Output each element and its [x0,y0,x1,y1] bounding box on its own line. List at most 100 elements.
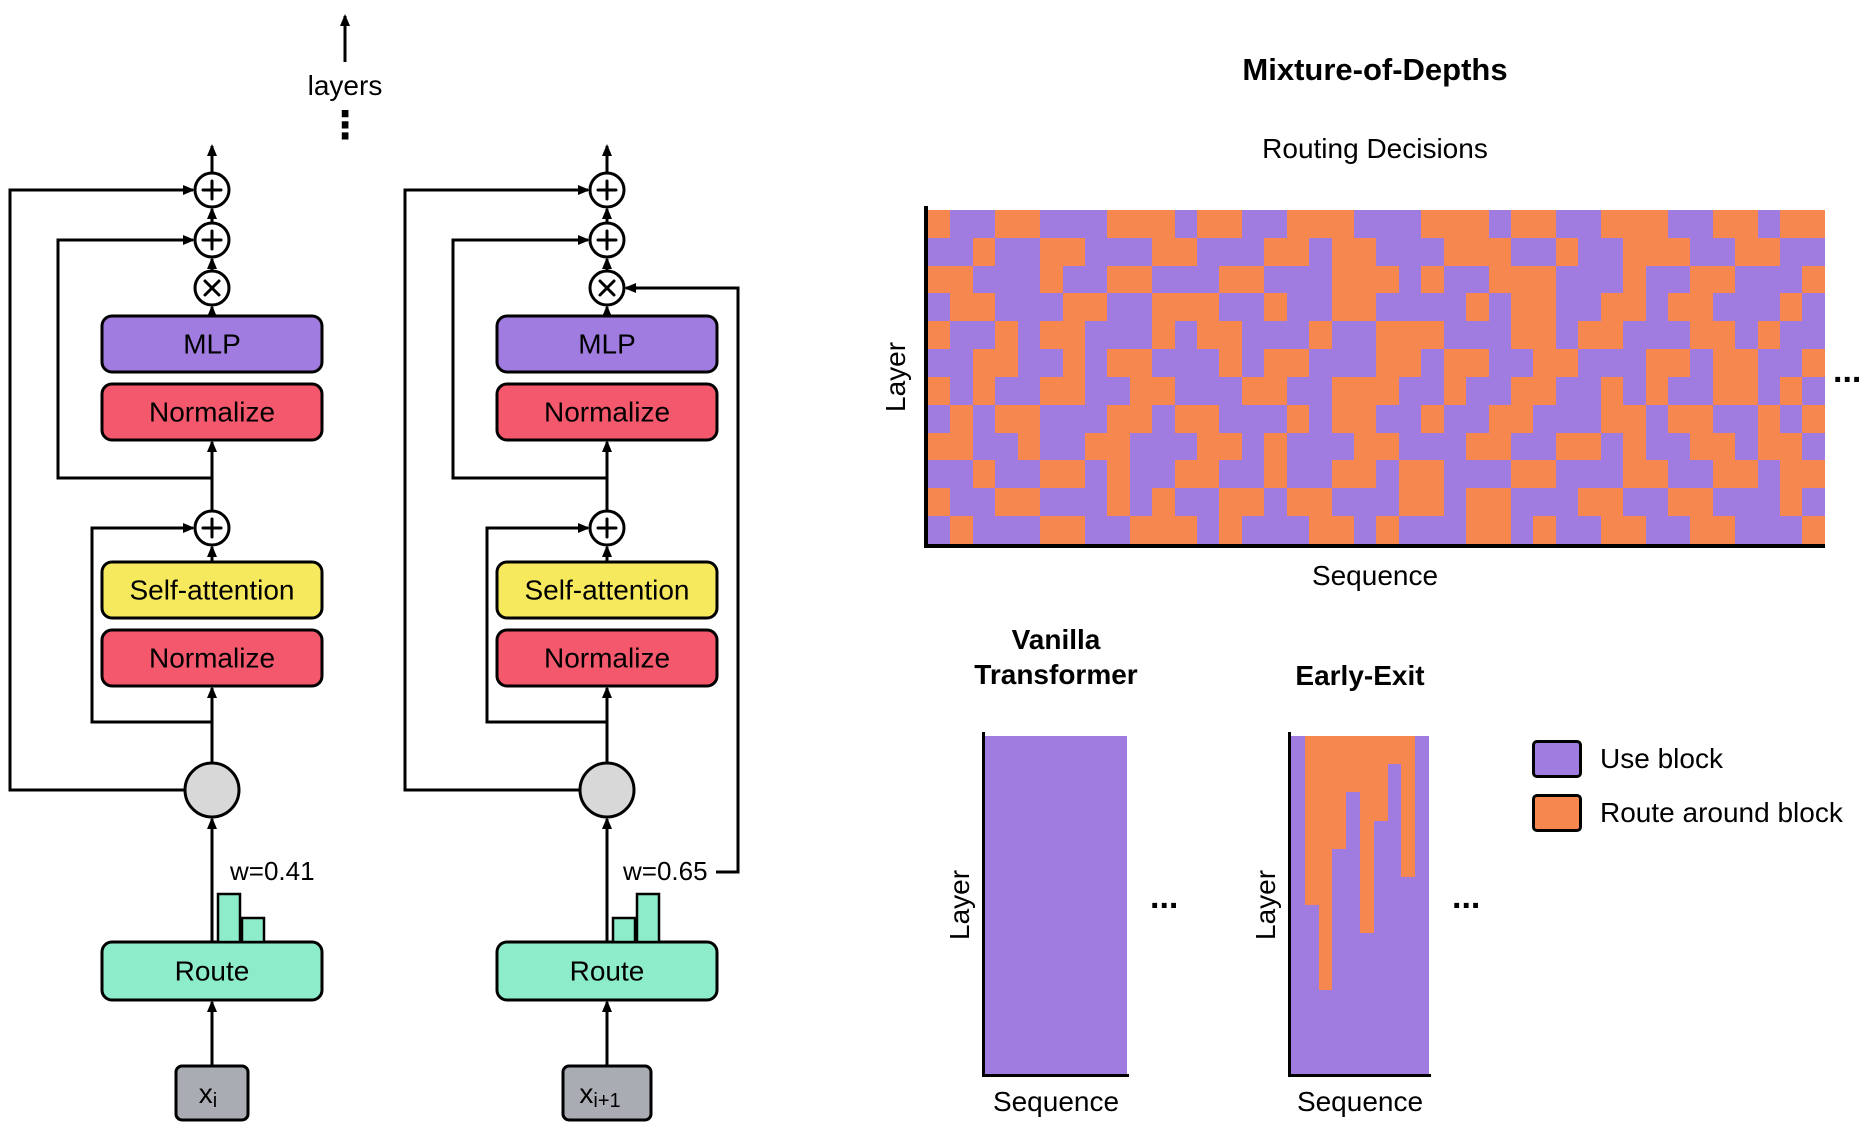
heatmap-cell-use [1415,820,1429,849]
heatmap-cell-route [950,265,973,294]
heatmap-cell-use [1286,265,1310,294]
heatmap-cell-route [1488,265,1511,294]
heatmap-cell-use [1623,376,1646,405]
heatmap-cell-use [1286,293,1310,322]
heatmap-cell-route [1667,293,1691,322]
heatmap-cell-route [1376,265,1399,294]
heatmap-cell-use [1309,237,1332,266]
heatmap-cell-route [1466,210,1489,238]
heatmap-cell-route [1401,736,1416,765]
heatmap-cell-use [1174,349,1198,377]
heatmap-cell-use [1373,820,1388,849]
heatmap-cell-use [1401,961,1416,990]
heatmap-cell-use [1488,460,1511,489]
heatmap-cell-use [1780,237,1803,266]
heatmap-cell-use [950,210,973,238]
heatmap-cell-route [1578,488,1601,517]
heatmap-cell-use [1062,404,1085,433]
heatmap-cell-use [1286,516,1310,544]
heatmap-cell-route [972,237,996,266]
heatmap-cell-use [1398,237,1422,266]
heatmap-cell-use [1735,432,1758,461]
heatmap-cell-use [1264,321,1287,350]
heatmap-cell-use [1712,237,1736,266]
heatmap-cell-route [1107,210,1130,238]
heatmap-cell-route [1780,376,1803,405]
heatmap-cell-use [928,293,951,322]
heatmap-cell-use [1359,933,1374,962]
heatmap-cell-route [1533,210,1556,238]
heatmap-cell-use [1197,376,1220,405]
heatmap-cell-route [1354,265,1377,294]
heatmap-cell-use [1040,404,1063,433]
heatmap-cell-use [1387,1045,1402,1075]
heatmap-cell-use [1578,210,1601,238]
heatmap-cell-use [1107,321,1130,350]
heatmap-cell-route [1533,516,1556,544]
heatmap-cell-route [1309,321,1332,350]
heatmap-cell-use [995,237,1018,266]
heatmap-cell-route [1318,736,1333,765]
heatmap-cell-route [1600,488,1624,517]
heatmap-row [1291,905,1429,934]
heatmap-cell-route [1040,376,1063,405]
heatmap-cell-use [1241,237,1265,266]
heatmap-cell-use [1129,460,1153,489]
self-attention-block: Self-attention [495,560,719,620]
heatmap-cell-use [995,293,1018,322]
heatmap-cell-use [1291,764,1305,793]
use-block-swatch [1532,740,1582,778]
heatmap-cell-route [1197,432,1220,461]
heatmap-cell-use [1387,933,1402,962]
heatmap-cell-use [1555,210,1579,238]
heatmap-cell-use [1197,349,1220,377]
heatmap-cell-use [1219,404,1242,433]
heatmap-cell-route [1331,237,1355,266]
heatmap-cell-route [1600,210,1624,238]
heatmap-cell-route [1667,349,1691,377]
heatmap-cell-route [1667,404,1691,433]
heatmap-cell-route [995,321,1018,350]
heatmap-cell-route [1712,349,1736,377]
heatmap-cell-route [1354,293,1377,322]
router-node [578,761,636,819]
heatmap-cell-use [1510,237,1534,266]
heatmap-cell-route [1510,460,1534,489]
heatmap-cell-use [1690,237,1713,266]
heatmap-cell-use [1291,989,1305,1018]
heatmap-cell-use [1415,764,1429,793]
heatmap-cell-use [1129,488,1153,517]
heatmap-cell-route [1600,404,1624,433]
heatmap-cell-use [1401,1017,1416,1046]
heatmap-cell-use [1291,905,1305,934]
heatmap-cell-use [1219,376,1242,405]
heatmap-cell-use [1555,265,1579,294]
heatmap-cell-use [1084,237,1108,266]
heatmap-cell-use [1401,876,1416,906]
heatmap-cell-route [1286,488,1310,517]
heatmap-cell-route [1623,516,1646,544]
heatmap-cell-route [1359,820,1374,849]
heatmap-cell-route [1197,210,1220,238]
mlp-block: MLP [100,314,324,374]
heatmap-cell-use [1359,1045,1374,1075]
heatmap-cell-use [1443,265,1467,294]
heatmap-cell-use [1578,404,1601,433]
heatmap-cell-use [1354,488,1377,517]
early-exit-x-axis-label: Sequence [1296,1086,1424,1117]
heatmap-cell-route [1359,876,1374,906]
heatmap-cell-route [1421,321,1444,350]
heatmap-cell-route [1780,460,1803,489]
heatmap-cell-use [1241,210,1265,238]
heatmap-row [928,516,1825,544]
heatmap-cell-route [1331,210,1355,238]
heatmap-cell-use [1197,488,1220,517]
heatmap-cell-use [1398,376,1422,405]
heatmap-cell-route [1690,488,1713,517]
heatmap-cell-route [1152,488,1175,517]
heatmap-cell-route [1398,321,1422,350]
heatmap-cell-route [972,293,996,322]
heatmap-cell-route [1152,516,1175,544]
heatmap-cell-route [1373,792,1388,821]
heatmap-cell-route [1107,265,1130,294]
